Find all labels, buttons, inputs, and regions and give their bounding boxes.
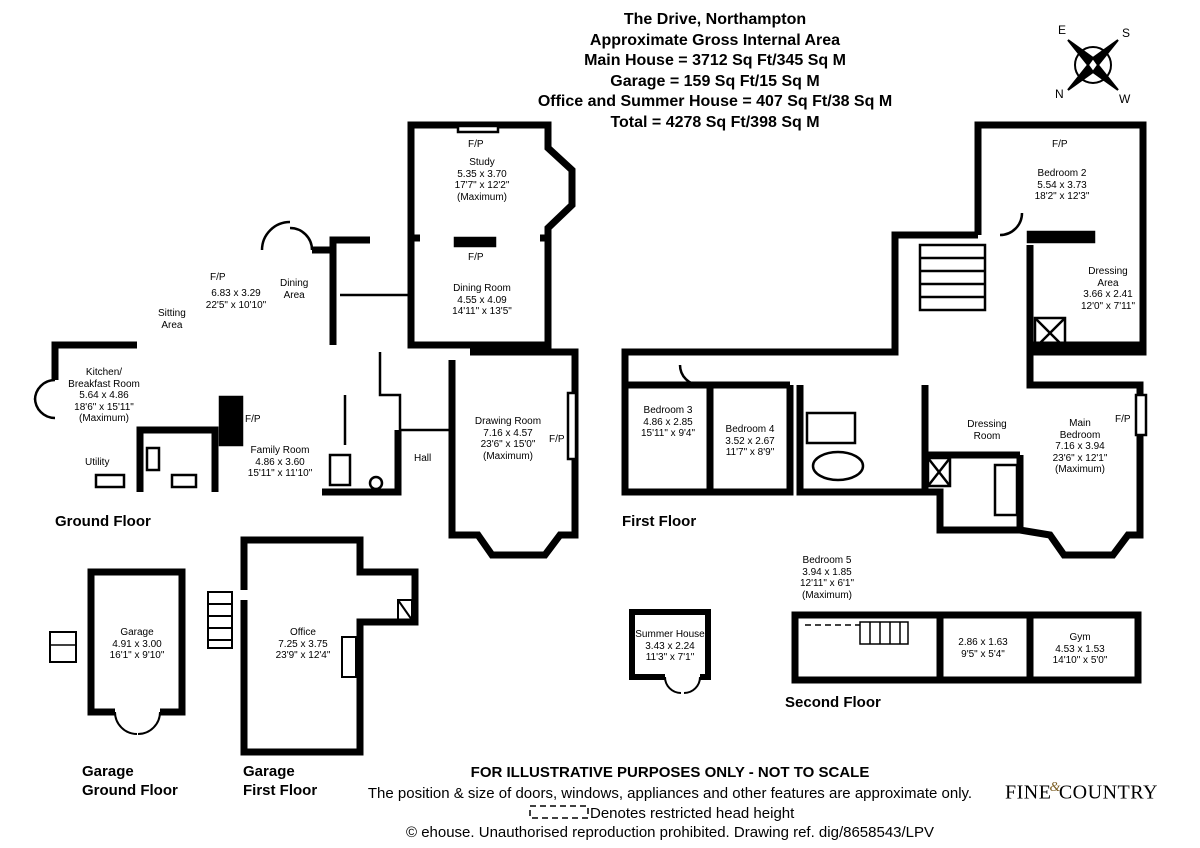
restricted-head-height-legend-icon <box>529 805 589 819</box>
compass-north-label: N <box>1055 87 1064 101</box>
floor-title-ground: Ground Floor <box>55 513 151 530</box>
fireplace-label: F/P <box>210 272 226 283</box>
area-subtitle: Approximate Gross Internal Area <box>589 31 841 49</box>
main-house-area: Main House = 3712 Sq Ft/345 Sq M <box>584 52 846 69</box>
first-floor-fixtures <box>678 212 1148 517</box>
garage-ground-walls <box>87 568 186 716</box>
utility-label: Utility <box>85 457 110 468</box>
fine-and-country-logo: FINE&COUNTRY <box>1005 780 1158 804</box>
second-floor-fixtures <box>805 621 909 645</box>
second-floor-walls <box>791 611 1142 684</box>
compass-west-label: W <box>1119 92 1131 106</box>
legend-text: Denotes restricted head height <box>590 805 795 822</box>
ground-floor-fixtures <box>33 124 578 491</box>
copyright: © ehouse. Unauthorised reproduction proh… <box>405 824 935 841</box>
hall-label: Hall <box>414 453 432 464</box>
fireplace-label: F/P <box>468 252 484 263</box>
approximation-note: The position & size of doors, windows, a… <box>367 785 973 802</box>
compass-south-label: S <box>1122 26 1131 40</box>
compass-icon <box>1067 39 1119 91</box>
fireplace-label: F/P <box>245 414 261 425</box>
office-area: Office and Summer House = 407 Sq Ft/38 S… <box>537 93 893 110</box>
fireplace-label: F/P <box>1115 414 1131 425</box>
fireplace-label: F/P <box>1052 139 1068 150</box>
fireplace-label: F/P <box>549 434 565 445</box>
fireplace-label: F/P <box>468 139 484 150</box>
total-area: Total = 4278 Sq Ft/398 Sq M <box>610 113 820 131</box>
property-title: The Drive, Northampton <box>623 11 807 28</box>
ground-floor-walls <box>51 121 579 559</box>
plan-header: The Drive, Northampton Approximate Gross… <box>450 10 980 133</box>
garage-first-walls <box>240 536 419 756</box>
first-floor-walls <box>621 121 1147 559</box>
summer-house-walls <box>629 609 711 680</box>
floor-title-first: First Floor <box>622 513 697 530</box>
disclaimer: FOR ILLUSTRATIVE PURPOSES ONLY - NOT TO … <box>470 764 870 781</box>
compass-east-label: E <box>1058 23 1067 37</box>
garage-area: Garage = 159 Sq Ft/15 Sq M <box>610 72 820 90</box>
floor-title-second: Second Floor <box>785 694 881 711</box>
